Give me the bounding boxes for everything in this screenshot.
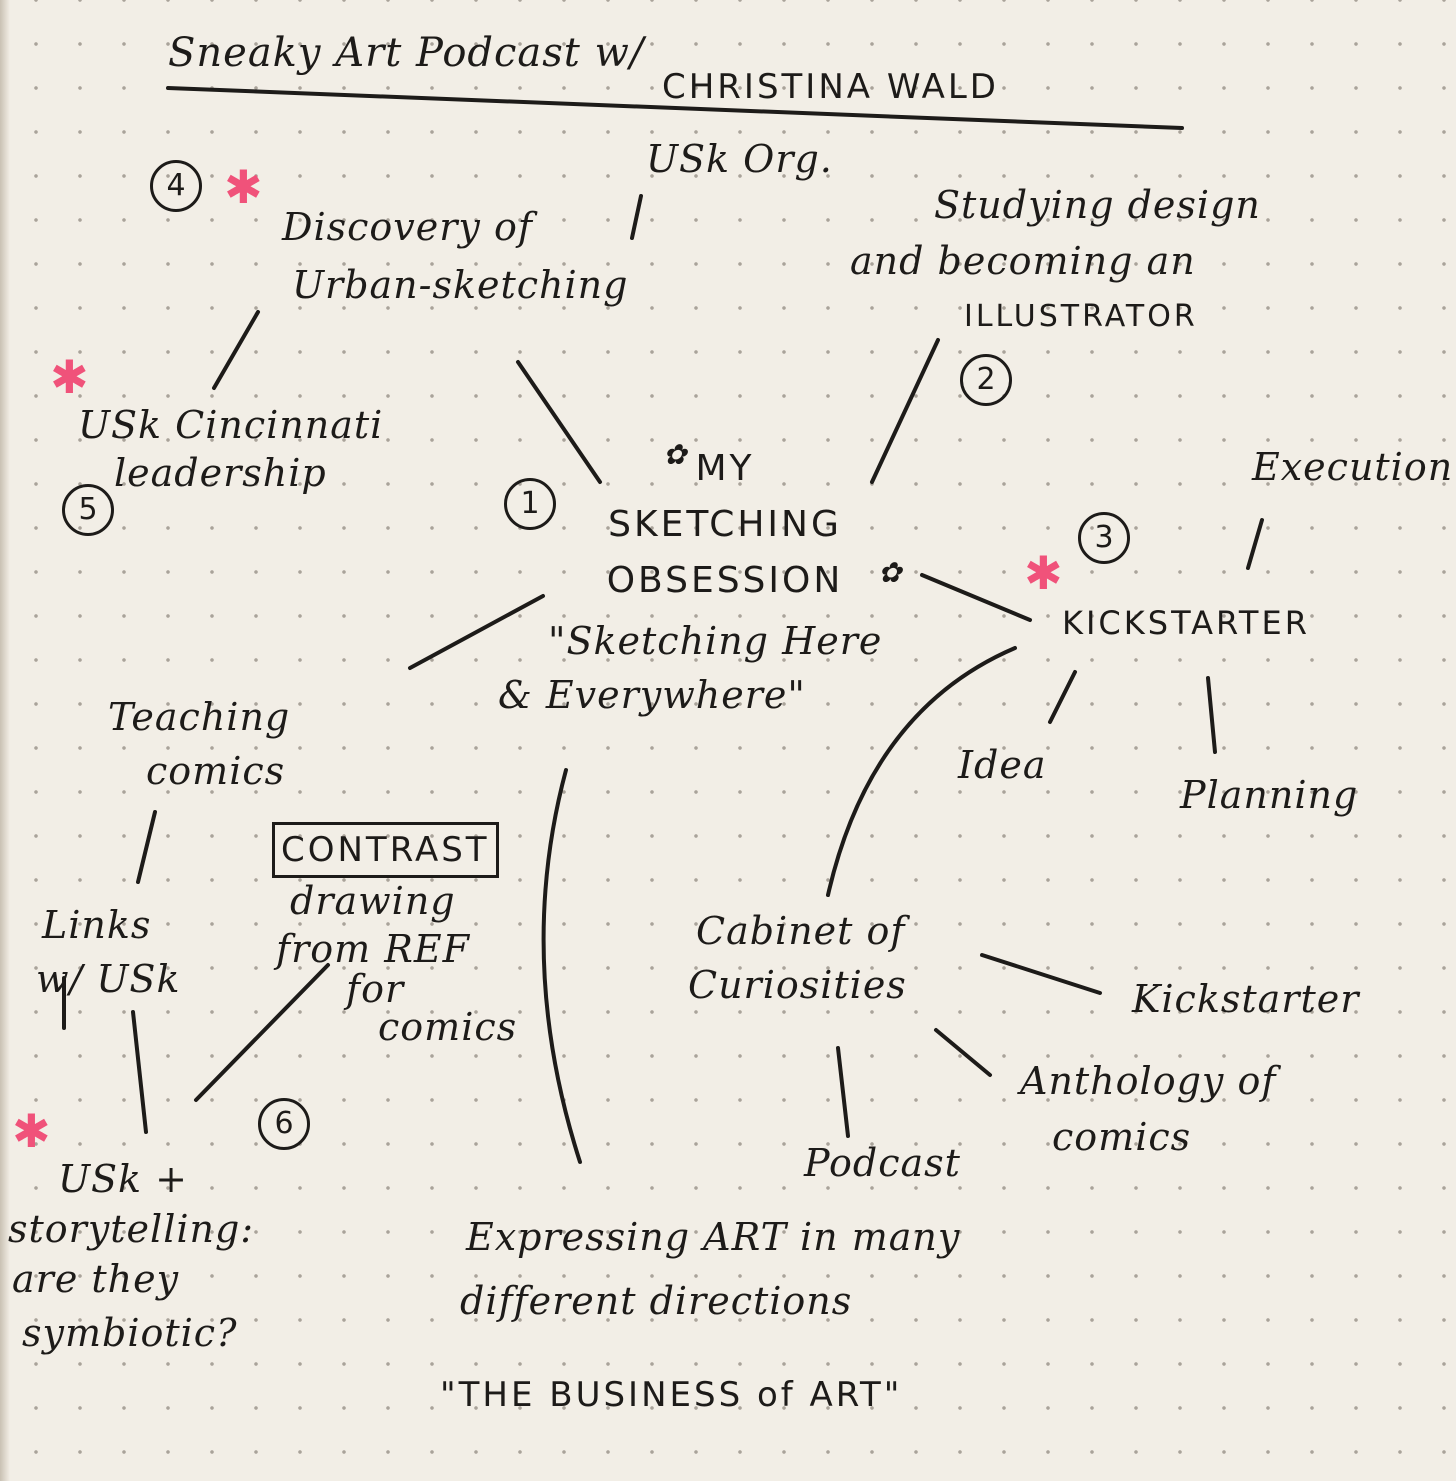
teaching-label-2: comics	[146, 749, 286, 793]
anthology-label-1: Anthology of	[1020, 1059, 1277, 1103]
center-quote-1: "Sketching Here	[548, 619, 883, 663]
expressing-label-2: different directions	[460, 1279, 853, 1323]
link-kickstarter-small	[980, 953, 1102, 995]
studying-label-2: and becoming an	[850, 239, 1196, 283]
center-line-3: OBSESSION	[606, 560, 844, 601]
number-2-badge: 2	[960, 354, 1012, 406]
link-usk-org	[630, 194, 643, 240]
header-title-left: Sneaky Art Podcast w/	[168, 30, 645, 76]
drawing-label-1: drawing	[290, 879, 456, 923]
usk-storytelling-label-4: symbiotic?	[22, 1311, 238, 1355]
drawing-label-3: for	[346, 967, 405, 1011]
number-3-badge: 3	[1078, 512, 1130, 564]
podcast-label: Podcast	[804, 1141, 961, 1185]
link-discovery	[516, 360, 602, 484]
number-6-badge: 6	[258, 1098, 310, 1150]
execution-label: Execution	[1252, 445, 1454, 489]
link-planning	[1206, 676, 1217, 754]
planning-label: Planning	[1180, 773, 1359, 817]
link-kickstarter	[920, 573, 1032, 622]
pink-star-icon: ✱	[12, 1104, 51, 1158]
link-cabinet	[826, 646, 1017, 897]
header-title-right: CHRISTINA WALD	[662, 67, 999, 107]
anthology-label-2: comics	[1052, 1115, 1192, 1159]
usk-storytelling-label-1: USk +	[58, 1157, 189, 1201]
links-label-2: w/ USk	[36, 957, 181, 1001]
drawing-label-2: from REF	[276, 927, 470, 971]
center-line-2: SKETCHING	[608, 504, 842, 545]
kickstarter-main-label: KICKSTARTER	[1062, 604, 1310, 642]
pink-star-icon: ✱	[50, 350, 89, 404]
center-dot-icon: ✿	[663, 438, 688, 471]
usk-cincinnati-label-1: USk Cincinnati	[78, 403, 384, 447]
cabinet-label-1: Cabinet of	[696, 909, 906, 953]
teaching-label-1: Teaching	[108, 695, 291, 739]
studying-label-1: Studying design	[934, 183, 1261, 227]
discovery-label-2: Urban-sketching	[292, 263, 629, 307]
studying-label-3: ILLUSTRATOR	[964, 299, 1198, 334]
usk-cincinnati-label-2: leadership	[114, 451, 327, 495]
expressing-label-1: Expressing ART in many	[466, 1215, 961, 1259]
link-expressing	[541, 768, 582, 1164]
link-podcast	[836, 1046, 850, 1138]
usk-storytelling-label-2: storytelling:	[8, 1207, 255, 1251]
center-line-1: MY	[695, 448, 755, 489]
usk-storytelling-label-3: are they	[12, 1257, 180, 1301]
pink-star-icon: ✱	[224, 160, 263, 214]
drawing-label-4: comics	[378, 1005, 518, 1049]
usk-org-label: USk Org.	[646, 137, 833, 181]
center-dot-icon-2: ✿	[878, 556, 903, 589]
number-4-badge: 4	[150, 160, 202, 212]
link-links	[136, 810, 157, 884]
discovery-label-1: Discovery of	[282, 205, 533, 249]
number-5-badge: 5	[62, 484, 114, 536]
cabinet-label-2: Curiosities	[688, 963, 907, 1007]
kickstarter-small-label: Kickstarter	[1132, 977, 1360, 1021]
title-underline	[166, 86, 1184, 130]
pink-star-icon: ✱	[1024, 546, 1063, 600]
link-drawing	[194, 963, 330, 1102]
link-teaching	[408, 594, 545, 670]
link-usk-cinci	[212, 310, 260, 390]
number-1-badge: 1	[504, 478, 556, 530]
link-anthology	[934, 1028, 992, 1077]
link-idea	[1048, 670, 1077, 724]
idea-label: Idea	[958, 743, 1047, 787]
center-quote-2: & Everywhere"	[498, 673, 806, 717]
link-execution	[1246, 518, 1264, 570]
contrast-box: CONTRAST	[272, 822, 499, 878]
links-label-1: Links	[42, 903, 152, 947]
link-links-story-b	[131, 1010, 148, 1134]
business-of-art-label: "THE BUSINESS of ART"	[440, 1375, 903, 1415]
link-studying	[870, 338, 940, 484]
